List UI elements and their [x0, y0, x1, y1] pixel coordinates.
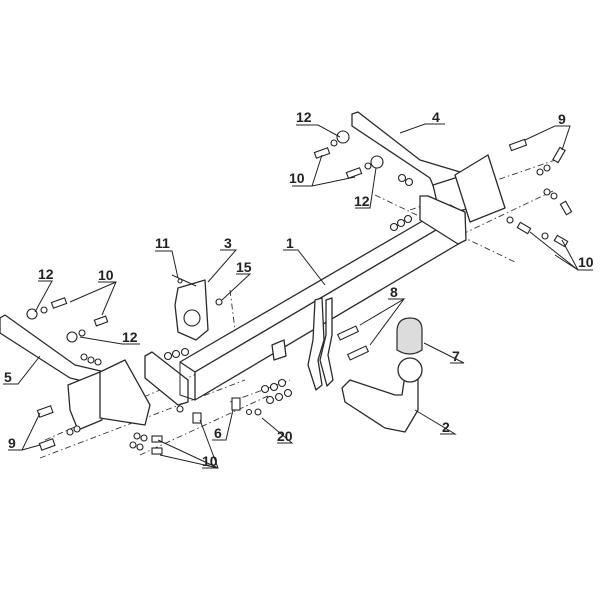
callout-10: 10	[578, 254, 594, 270]
part-5-left-bracket	[0, 314, 151, 431]
callout-9: 9	[8, 435, 16, 451]
callout-12: 12	[122, 329, 138, 345]
part-2-ball-neck	[341, 357, 423, 433]
callout-10: 10	[289, 170, 305, 186]
callout-2: 2	[442, 419, 450, 435]
callout-12: 12	[38, 266, 54, 282]
callout-12: 12	[354, 193, 370, 209]
spring-6	[231, 397, 241, 411]
callout-8: 8	[390, 284, 398, 300]
callout-labels: 12 4 9 10 12 10 11 3 15 1 12 10 12 8 7 5…	[4, 109, 594, 469]
callout-10: 10	[202, 453, 218, 469]
callout-7: 7	[452, 348, 460, 364]
hardware-fasteners	[26, 130, 573, 455]
part-7-ball-cap	[396, 317, 423, 355]
callout-11: 11	[155, 235, 170, 251]
callout-1: 1	[286, 235, 294, 251]
callout-4: 4	[432, 109, 440, 125]
callout-15: 15	[236, 259, 252, 275]
callout-9: 9	[558, 111, 566, 127]
callout-5: 5	[4, 369, 12, 385]
callout-10: 10	[98, 267, 114, 283]
part-3-socket-plate	[174, 279, 209, 341]
callout-6: 6	[214, 425, 222, 441]
ball-mount-plate	[271, 297, 334, 391]
callout-20: 20	[277, 428, 293, 444]
leader-lines	[3, 123, 593, 469]
callout-12: 12	[296, 109, 312, 125]
callout-3: 3	[224, 235, 232, 251]
part-4-right-bracket	[351, 111, 506, 223]
